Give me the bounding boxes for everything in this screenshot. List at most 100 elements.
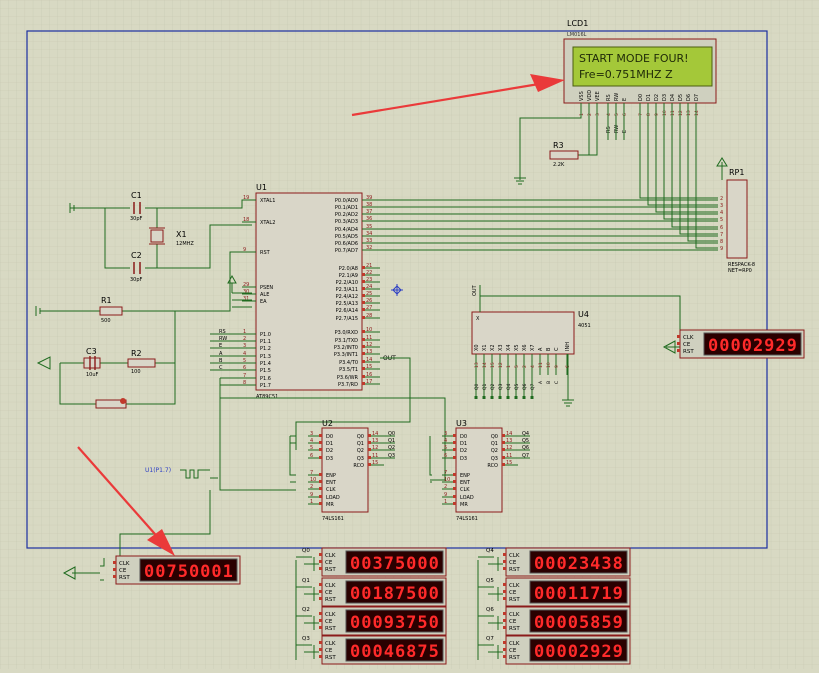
pin-state xyxy=(453,434,456,437)
pin-state xyxy=(453,473,456,476)
u1-pin-p2-4-a12: P2.4/A12 xyxy=(336,294,358,300)
counter-pin-d1: D1 xyxy=(460,441,467,447)
mux-net: Q6 xyxy=(522,383,528,390)
meter-pin-ce: CE xyxy=(509,648,517,654)
counter-pin-num: 15 xyxy=(506,460,512,466)
counter-pin-num: 5 xyxy=(310,445,313,451)
u1-pin-p0-3-ad3: P0.3/AD3 xyxy=(335,219,358,225)
meter-pin-clk: CLK xyxy=(509,612,520,618)
lcd-pin-d4: D4 xyxy=(670,94,676,101)
pin-state xyxy=(362,280,365,283)
pin-state xyxy=(362,375,365,378)
crystal-x1[interactable]: X1 12MHZ xyxy=(149,227,194,247)
resistor-r3[interactable]: R3 2.2K xyxy=(549,141,579,168)
u1-pin-num: 29 xyxy=(243,282,249,288)
pin-state xyxy=(453,495,456,498)
lcd-pin-d0: D0 xyxy=(638,94,644,101)
counter-u2[interactable]: U274LS161D03D14D25D36ENP7ENT10CLK2LOAD9M… xyxy=(308,419,395,522)
counter-pin-num: 14 xyxy=(506,431,512,437)
u1-pin-p0-6-ad6: P0.6/AD6 xyxy=(335,241,358,247)
r2-ref: R2 xyxy=(131,349,142,358)
meter-pin-rst: RST xyxy=(509,597,520,603)
pin-state xyxy=(113,575,116,578)
p0-bus-wires xyxy=(380,199,718,251)
pin-state xyxy=(677,335,680,338)
resistor-r1[interactable]: R1 500 xyxy=(99,296,123,324)
pin-state xyxy=(503,553,506,556)
reset-button[interactable] xyxy=(95,398,127,409)
u1-pin-p3-0-rxd: P3.0/RXD xyxy=(335,330,359,336)
pin-state xyxy=(453,441,456,444)
counter-pin-num: 14 xyxy=(372,431,378,437)
pin-state xyxy=(502,456,505,459)
lcd-pin-d6: D6 xyxy=(686,94,692,101)
counter-pin-num: 11 xyxy=(372,453,378,459)
counter-pin-num: 1 xyxy=(310,499,313,505)
u1-pin-p1-2: P1.2 xyxy=(260,346,271,352)
meter-pin-ce: CE xyxy=(325,560,333,566)
pin-state xyxy=(319,583,322,586)
junction xyxy=(514,396,518,399)
meter-display xyxy=(529,580,628,604)
pin-state xyxy=(319,567,322,570)
counter-pin-load: LOAD xyxy=(326,495,340,501)
meter-net-label: Q6 xyxy=(486,607,494,613)
lcd-module[interactable]: LCD1 LM016L START MODE FOUR! Fre=0.751MH… xyxy=(563,19,717,133)
u1-ref: U1 xyxy=(256,183,267,192)
counter-pin-num: 3 xyxy=(310,431,313,437)
lcd-pin-num: 2 xyxy=(587,113,593,116)
meter-net-label: Q4 xyxy=(486,548,494,554)
p1-net-c: C xyxy=(219,365,223,371)
meter-display xyxy=(529,638,628,662)
p1-net-rw: RW xyxy=(219,336,227,342)
u1-pin-p1-5: P1.5 xyxy=(260,368,271,374)
mcu-u1[interactable]: U1 AT89C51 XTAL119XTAL218RST9PSEN29ALE30… xyxy=(219,183,396,400)
junction xyxy=(506,396,510,399)
pin-state xyxy=(503,612,506,615)
counter-pin-q0: Q0 xyxy=(357,434,364,440)
pin-state xyxy=(319,626,322,629)
r1-ref: R1 xyxy=(101,296,112,305)
u1-pin-num: 38 xyxy=(366,202,372,208)
meter-pin-clk: CLK xyxy=(325,612,336,618)
lcd-bus-e: E xyxy=(622,130,628,133)
capacitor-c3[interactable]: C3 10uF xyxy=(83,347,101,378)
capacitor-c1[interactable]: C1 30pF xyxy=(130,191,143,222)
counter-body xyxy=(455,427,503,513)
meter-pin-clk: CLK xyxy=(119,561,130,567)
rp1-ref: RP1 xyxy=(729,168,744,177)
mux-ctrl-net: C xyxy=(554,381,560,384)
u1-pin-xtal2: XTAL2 xyxy=(260,220,275,226)
pin-state xyxy=(362,338,365,341)
resistor-r2[interactable]: R2 100 xyxy=(127,349,156,375)
u1-pin-num: 19 xyxy=(243,195,249,201)
counter-u3[interactable]: U374LS161D03D14D25D36ENP7ENT10CLK2LOAD9M… xyxy=(442,419,529,522)
pin-state xyxy=(362,345,365,348)
rp1-pin-num: 6 xyxy=(720,225,723,231)
u1-pin-p0-1-ad1: P0.1/AD1 xyxy=(335,205,358,211)
capacitor-c2[interactable]: C2 30pF xyxy=(130,251,143,283)
u1-pin-num: 28 xyxy=(366,313,372,319)
pin-state xyxy=(503,655,506,658)
pin-state xyxy=(502,463,505,466)
meter-pin-clk: CLK xyxy=(509,641,520,647)
u1-pin-num: 36 xyxy=(366,216,372,222)
mux-ctrl-net: A xyxy=(538,380,544,384)
counter-pin-num: 13 xyxy=(372,438,378,444)
counter-pin-q1: Q1 xyxy=(491,441,498,447)
counter-pin-d3: D3 xyxy=(326,456,333,462)
mux-pin-num: 13 xyxy=(474,362,480,368)
counter-net-q7: Q7 xyxy=(522,453,529,459)
mux-u4[interactable]: U4 4051 X X013Q0X114Q1X215Q2X312Q3X41Q4X… xyxy=(471,284,591,399)
